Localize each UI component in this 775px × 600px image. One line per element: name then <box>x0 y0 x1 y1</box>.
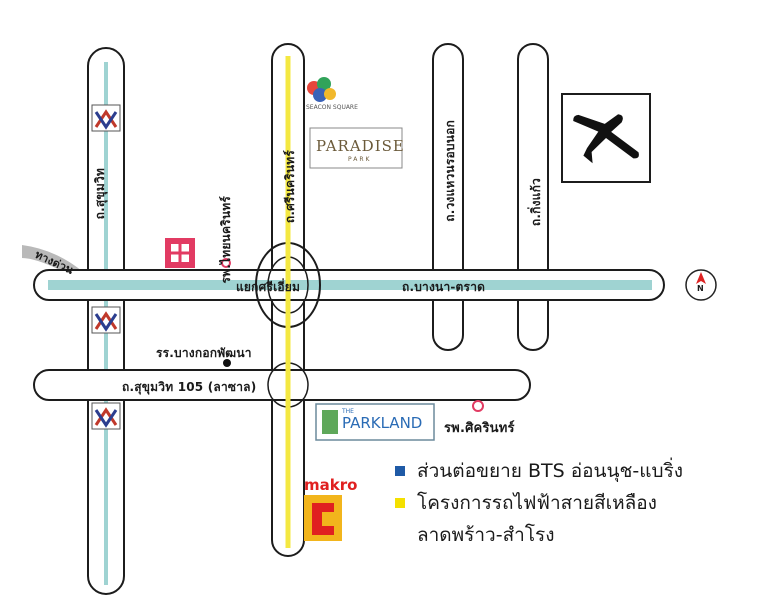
legend-item-yellow-line-cont: ลาดพร้าว-สำโรง <box>395 519 683 551</box>
road-soi-105[interactable] <box>33 369 531 401</box>
hospital-logo-icon <box>165 238 195 268</box>
legend-label: โครงการรถไฟฟ้าสายสีเหลือง <box>417 492 657 514</box>
legend-label: ลาดพร้าว-สำโรง <box>417 524 555 546</box>
road-label-soi-105: ถ.สุขุมวิท 105 (ลาซาล) <box>122 380 257 394</box>
place-label-bangkok-patana: รร.บางกอกพัฒนา <box>156 346 252 360</box>
place-label-sikarin: รพ.ศิครินทร์ <box>444 421 515 436</box>
road-label-wongwaen: ถ.วงแหวนรอบนอก <box>443 120 457 222</box>
place-label-intersection: แยกศรีเอี่ยม <box>236 280 301 294</box>
hospital-marker-icon <box>472 400 484 412</box>
bts-station-icon[interactable] <box>91 104 121 132</box>
school-marker-icon <box>223 359 231 367</box>
legend-label: ส่วนต่อขยาย BTS อ่อนนุช-แบริ่ง <box>417 460 684 482</box>
legend-swatch-blue <box>395 466 405 476</box>
place-label-thai-nakarin: รพ.ไทยนครินทร์ <box>219 196 233 284</box>
north-arrow-icon <box>685 269 717 301</box>
seacon-logo-text: SEACON SQUARE <box>306 104 358 111</box>
bts-station-icon[interactable] <box>91 306 121 334</box>
legend-item-yellow-line: โครงการรถไฟฟ้าสายสีเหลือง <box>395 487 683 519</box>
airplane-icon[interactable] <box>559 93 652 184</box>
parkland-building-icon <box>322 410 338 434</box>
seacon-logo-icon <box>307 77 336 102</box>
legend-item-bts: ส่วนต่อขยาย BTS อ่อนนุช-แบริ่ง <box>395 455 683 487</box>
makro-logo-text: makro <box>304 476 358 494</box>
paradise-logo-subtext: PARK <box>348 156 372 163</box>
map-legend: ส่วนต่อขยาย BTS อ่อนนุช-แบริ่ง โครงการรถ… <box>395 455 683 551</box>
legend-swatch-yellow <box>395 498 405 508</box>
paradise-logo-text: PARADISE <box>316 137 405 155</box>
makro-logo-icon <box>304 495 342 541</box>
road-label-kingkaew: ถ.กิ่งแก้ว <box>529 178 543 227</box>
parkland-logo-small: THE <box>342 408 354 415</box>
bts-station-icon[interactable] <box>91 402 121 430</box>
road-label-srinakarin: ถ.ศรีนครินทร์ <box>283 150 297 224</box>
hospital-marker-icon <box>221 258 231 268</box>
parkland-logo-text: PARKLAND <box>342 414 423 432</box>
paradise-park-logo <box>309 127 403 169</box>
road-label-sukhumvit: ถ.สุขุมวิท <box>93 168 107 220</box>
road-label-bangna-trad: ถ.บางนา-ตราด <box>402 280 486 294</box>
north-letter: N <box>697 284 704 293</box>
